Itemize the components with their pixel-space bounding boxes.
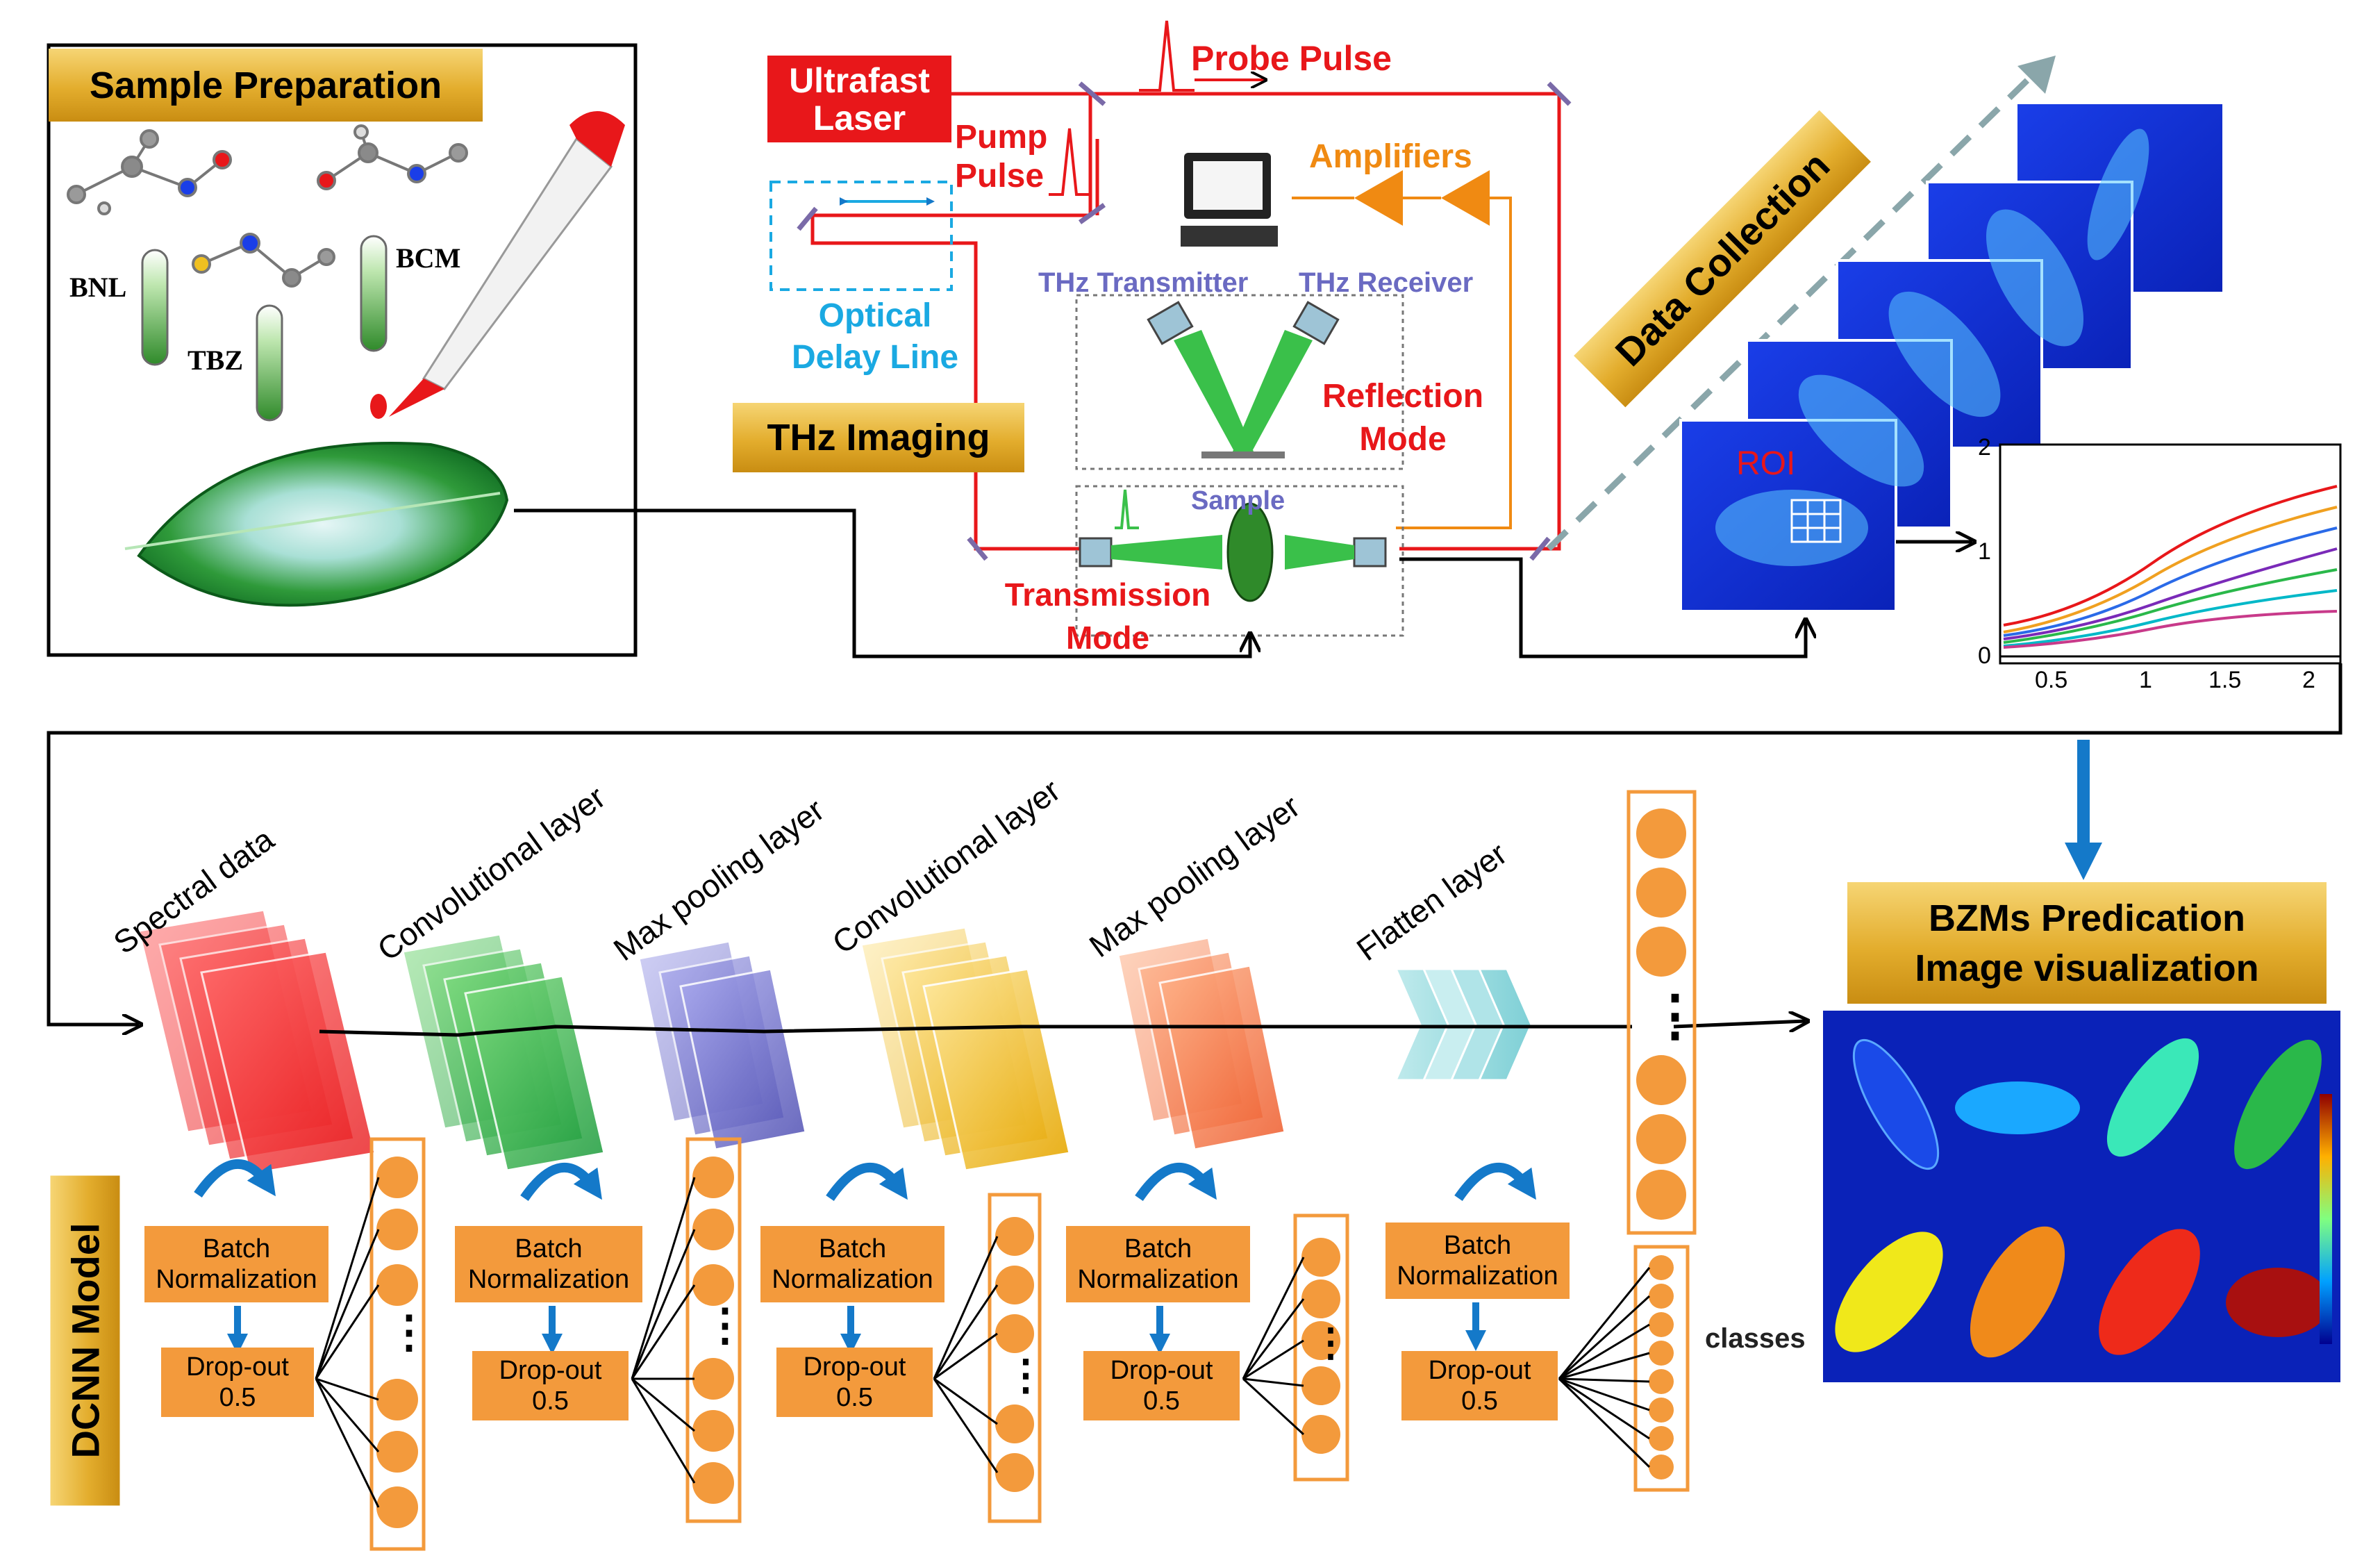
node-column-2 [685,1137,742,1523]
label-thz-receiver: THz Receiver [1299,267,1474,298]
prediction-leaves [1835,1038,2330,1358]
molecule-bcm-icon [317,124,468,190]
sample-prep-frame [47,43,638,657]
down-arrows [227,1302,1486,1354]
delay-line-box [769,181,953,291]
mirror-icons [797,81,1572,561]
thz-antennas [1147,301,1340,345]
layer-stack-conv1 [401,933,606,1172]
test-tube-bnl-icon [141,249,169,366]
connector-imaging-to-data [1399,557,1806,658]
amplifier-icons [1354,170,1490,226]
colorbar [2320,1094,2332,1344]
label-reflection-mode: Reflection Mode [1322,378,1484,458]
label-tbz: TBZ [188,345,244,376]
test-tube-bcm-icon [360,235,388,352]
thz-imaging-title: THz Imaging [733,403,1024,472]
plot-xtick: 1.5 [2208,667,2242,693]
label-bnl: BNL [69,272,127,303]
label-transmission-mode: Transmission Mode [1004,577,1211,656]
dashed-arrow-data-collection [1546,67,2041,552]
dropout-box-3: Drop-out 0.5 [776,1348,933,1417]
dropout-fanout-lines [315,1177,1651,1508]
connector-leaf-to-imaging [514,508,1250,658]
label-optical-delay-line: Optical Delay Line [791,297,959,376]
ultrafast-laser-box: Ultrafast Laser [767,56,951,142]
plot-ytick: 0 [1978,643,1991,669]
dense-nodes [1636,809,1686,1220]
pump-pulse-icon [1049,128,1090,196]
sample-leaf-icon [1226,502,1274,602]
ellipsis-col4: ⋮ [1311,1320,1350,1364]
batch-norm-box-2: Batch Normalization [455,1226,642,1302]
sample-prep-title: Sample Preparation [49,49,483,122]
layer-flatten-chevrons [1394,968,1533,1082]
roi-grid [1790,499,1842,543]
node-column-1 [369,1137,426,1551]
probe-pulse-icon [1139,20,1195,92]
plot-xtick: 1 [2139,667,2152,693]
test-tube-tbz-icon [256,304,283,422]
ellipsis-col1: ⋮ [387,1307,431,1357]
classes-node-column [1633,1245,1690,1492]
dropout-box-1: Drop-out 0.5 [161,1348,314,1417]
label-thz-transmitter: THz Transmitter [1038,267,1249,298]
molecule-bnl-icon [67,129,232,215]
batch-norm-box-5: Batch Normalization [1385,1223,1570,1299]
dropout-box-5: Drop-out 0.5 [1401,1351,1558,1420]
spectra-curves [2003,485,2338,649]
label-amplifiers: Amplifiers [1309,138,1472,175]
layer-stack-spectral [138,909,376,1175]
label-probe-pulse: Probe Pulse [1191,39,1392,78]
dense-node-column [1626,790,1697,1235]
curved-arrows [194,1159,1536,1201]
plot-xtick: 0.5 [2035,667,2068,693]
batch-norm-box-3: Batch Normalization [760,1226,944,1302]
dropout-box-2: Drop-out 0.5 [472,1351,629,1420]
layer-stack-conv2 [860,926,1071,1172]
node-column-4 [1293,1213,1349,1482]
batch-norm-box-1: Batch Normalization [144,1226,328,1302]
node-column-3 [988,1193,1042,1523]
laser-beam-path [938,92,1561,551]
molecule-tbz-icon [192,233,335,288]
dcnn-model-title: DCNN Model [50,1175,120,1506]
dropper-icon [370,111,625,419]
label-roi: ROI [1736,445,1796,482]
layer-connector [319,1025,1632,1037]
layer-stack-pool2 [1117,936,1286,1151]
label-classes: classes [1705,1323,1806,1354]
leaf-sample-icon [124,442,509,607]
dropout-box-4: Drop-out 0.5 [1083,1351,1240,1420]
prediction-title: BZMs Predication Image visualization [1847,882,2327,1004]
plot-xtick: 2 [2302,667,2315,693]
ellipsis-col2: ⋮ [703,1300,747,1350]
label-bcm: BCM [396,242,461,274]
class-nodes [1649,1255,1674,1480]
plot-ytick: 2 [1978,434,1991,461]
dense-ellipsis: ⋮ [1647,984,1703,1046]
plot-ytick: 1 [1978,538,1991,565]
ellipsis-col3: ⋮ [1005,1352,1047,1398]
batch-norm-box-4: Batch Normalization [1066,1226,1250,1302]
thz-image-stack [1679,104,2222,613]
layer-stack-pool1 [638,940,807,1151]
label-sample: Sample [1191,486,1285,515]
label-pump-pulse: Pump Pulse [955,119,1048,194]
computer-icon [1181,153,1278,247]
